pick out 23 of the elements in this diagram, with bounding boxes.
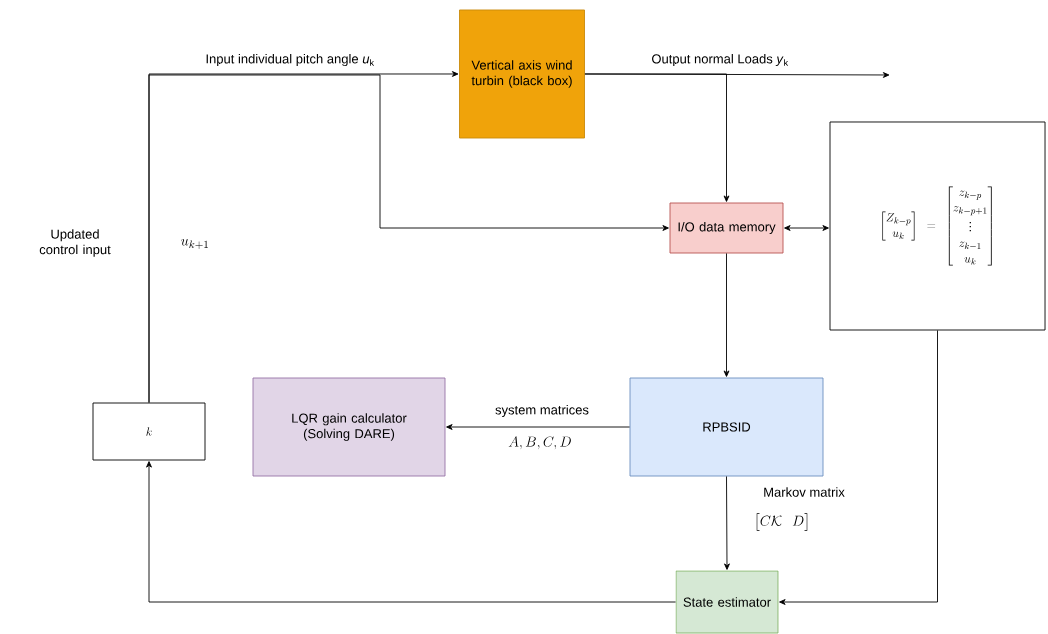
arrow — [148, 74, 669, 403]
edge-label: Markov matrix — [764, 487, 845, 497]
note-text: Updated control input — [39, 229, 111, 257]
math-label: $A, B, C, D$ — [508, 436, 571, 450]
arrow — [779, 330, 938, 605]
edge-label: system matrices — [495, 404, 589, 418]
edge-label: Output normal Loads y$_{k}$ — [652, 53, 789, 67]
arrow — [724, 476, 730, 570]
edge-label: Input individual pitch angle u$_{k}$ — [206, 53, 375, 67]
memory-box: I/O data memory — [669, 202, 784, 254]
equation-box: $\begin{bmatrix} Z_{k-p} \\ u_k \end{bmatrix} = \begin{bmatrix} z_{k-p} \\ z_{k-p+1} \\ \vdots \\ z_{k-1} \\ u_k \end{bmatrix}$ — [829, 121, 1046, 331]
arrow — [446, 424, 630, 430]
process-box: RPBSID — [629, 377, 824, 477]
process-box: State estimator — [675, 570, 779, 634]
arrow — [584, 73, 730, 202]
math-label: $u_{k+1}$ — [181, 238, 208, 249]
process-box: LQR gain calculator (Solving DARE) — [252, 377, 446, 477]
arrow — [723, 253, 730, 377]
arrow — [146, 461, 676, 603]
gain-box: $k$ — [92, 402, 206, 461]
arrow — [784, 225, 829, 231]
process-box: Vertical axis wind turbin (black box) — [459, 9, 585, 139]
math-label: $\begin{bmatrix} C\mathcal{K} & D \end{bmatrix}$ — [756, 513, 808, 531]
